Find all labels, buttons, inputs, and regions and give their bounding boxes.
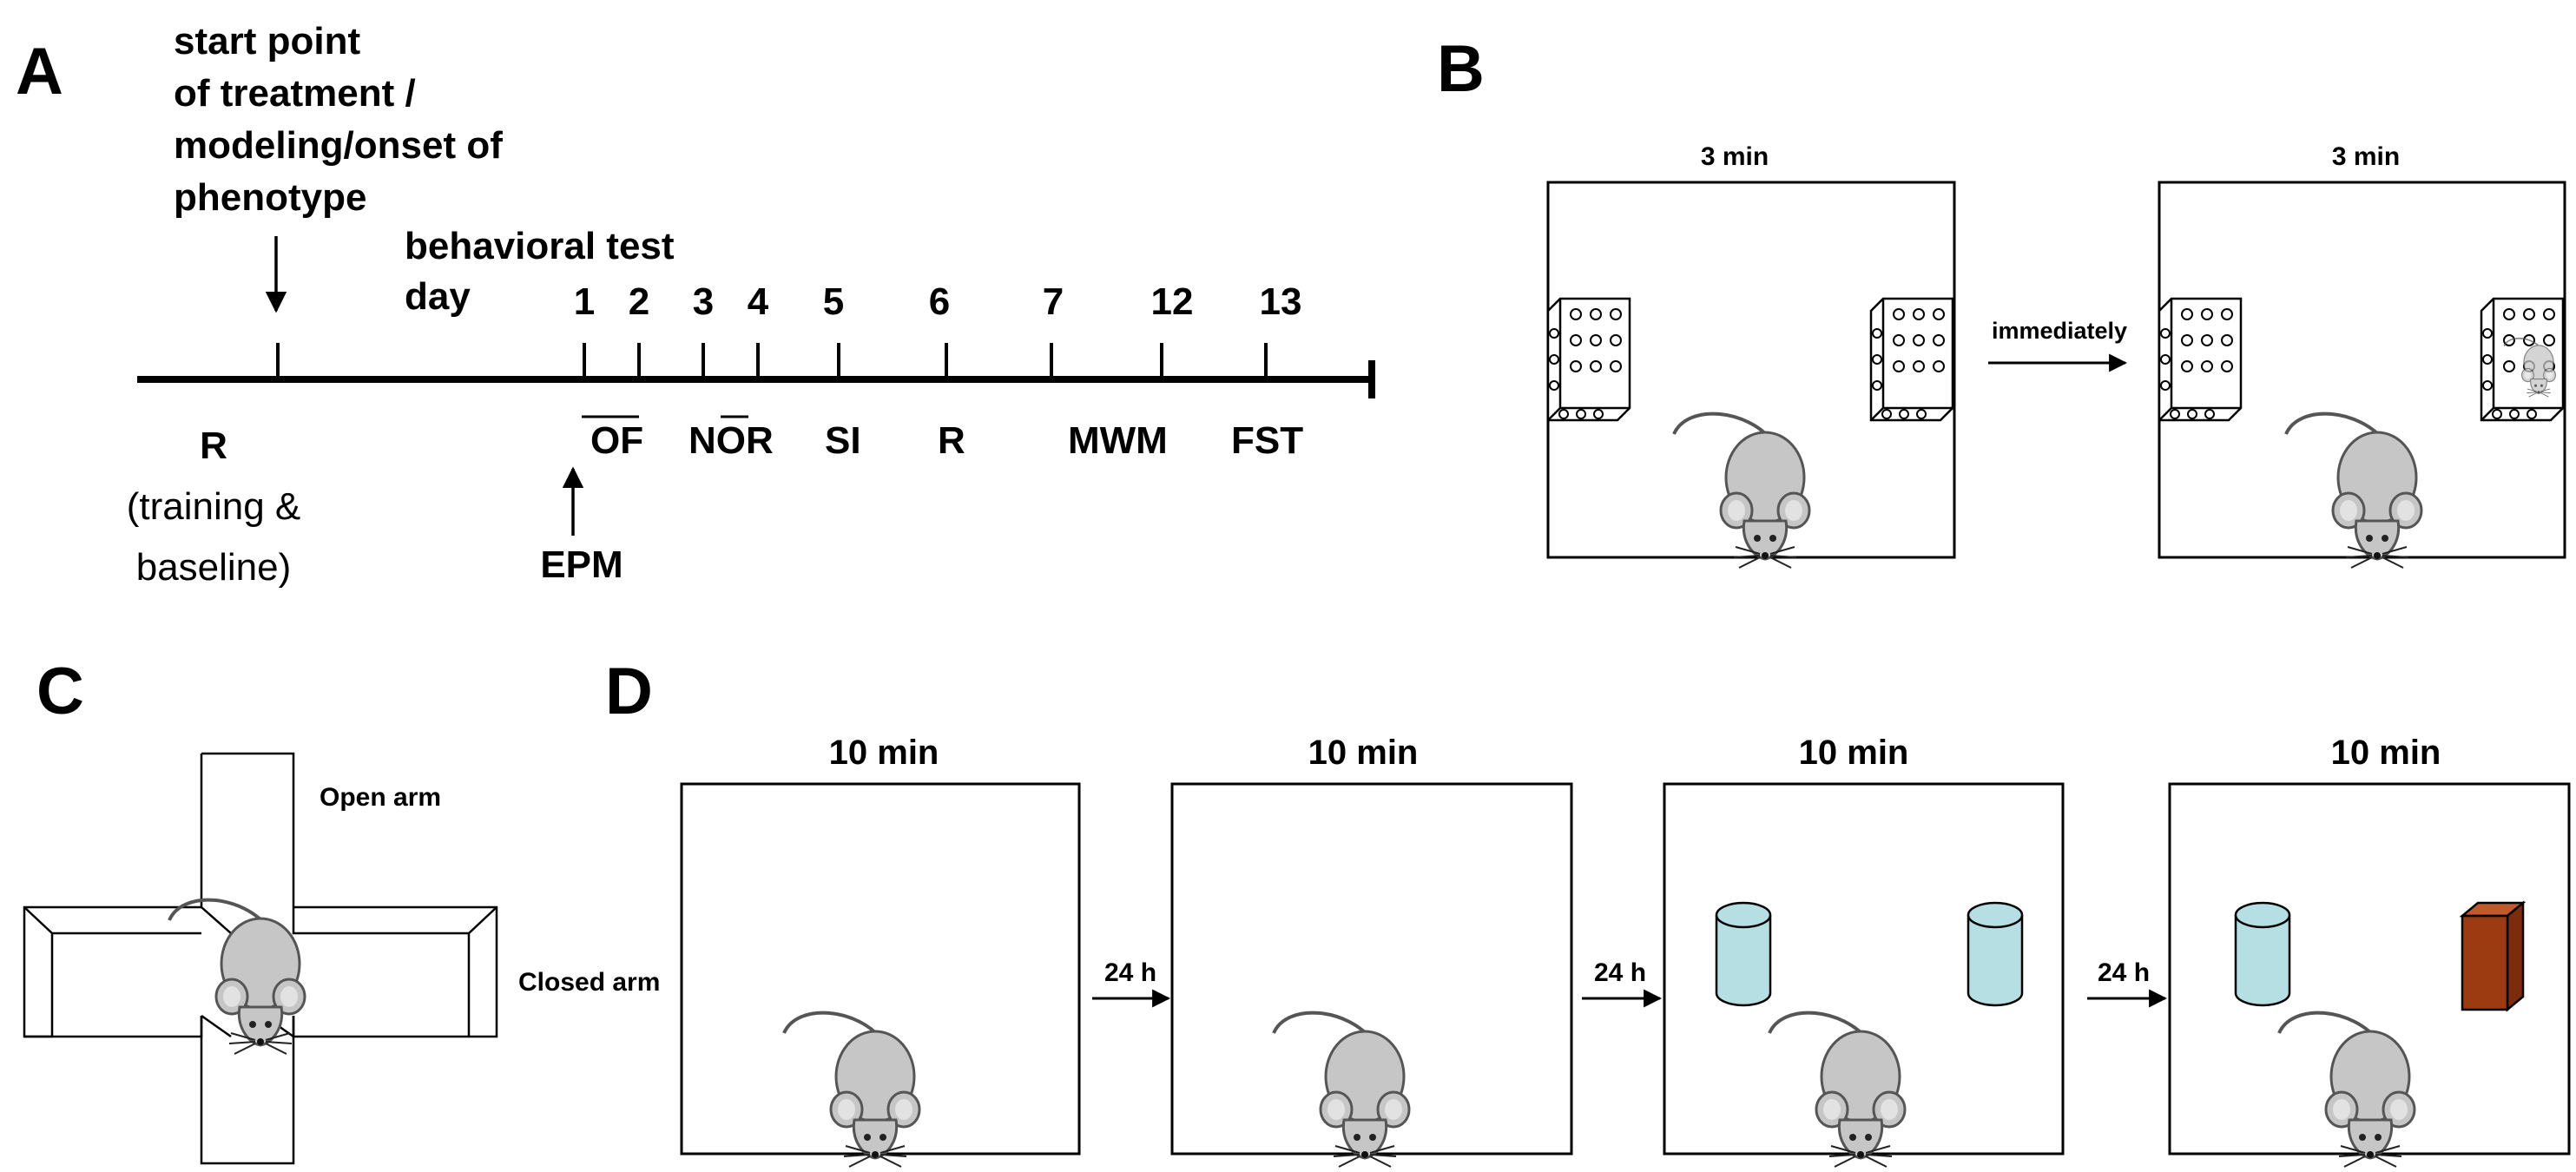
closed-arm-label: Closed arm	[518, 968, 660, 997]
day-13: 13	[1260, 280, 1302, 323]
day-1: 1	[574, 280, 595, 323]
start-point-line-1: start point	[174, 20, 360, 63]
test-labels: R (training & baseline) OF NOR SI R MWM …	[127, 415, 1303, 589]
open-arm-label: Open arm	[320, 783, 441, 812]
d-interval-3: 24 h	[2098, 958, 2150, 987]
panel-label-b: B	[1437, 32, 1485, 106]
r-sub-line-1: (training &	[127, 485, 301, 528]
test-fst: FST	[1231, 419, 1303, 462]
d-interval-1: 24 h	[1104, 958, 1156, 987]
day-3: 3	[693, 280, 714, 323]
b-duration-2: 3 min	[2332, 142, 2400, 171]
r-sub-line-2: baseline)	[136, 546, 292, 589]
d-object-cylinder-right	[1967, 901, 2024, 1007]
epm-label: EPM	[540, 543, 623, 586]
d-arena-1	[680, 782, 1081, 1169]
plus-maze	[23, 752, 498, 1165]
d-object-cube	[2459, 900, 2527, 1012]
day-numbers: 1 2 3 4 5 6 7 12 13	[574, 280, 1302, 323]
day-12: 12	[1151, 280, 1194, 323]
behavioral-test-label: behavioral test	[405, 225, 675, 267]
b-object-left-test	[2158, 297, 2243, 422]
day-7: 7	[1043, 280, 1064, 323]
b-transition-label: immediately	[1992, 318, 2127, 344]
day-6: 6	[929, 280, 950, 323]
day-4: 4	[748, 280, 769, 323]
d-interval-2: 24 h	[1594, 958, 1646, 987]
d-duration-3: 10 min	[1799, 734, 1909, 772]
timeline	[137, 343, 1375, 398]
panel-label-a: A	[16, 35, 63, 109]
d-object-cylinder	[2234, 901, 2291, 1007]
b-arena-sample	[1546, 181, 1956, 570]
day-5: 5	[823, 280, 844, 323]
panel-label-d: D	[605, 655, 653, 728]
d-arena-4	[2168, 782, 2571, 1169]
start-point-line-2: of treatment /	[174, 72, 416, 115]
b-object-right	[1869, 297, 1954, 422]
test-mwm: MWM	[1068, 419, 1168, 462]
b-arena-test	[2158, 181, 2566, 570]
d-duration-1: 10 min	[829, 734, 939, 772]
day-2: 2	[629, 280, 649, 323]
test-of: OF	[590, 419, 643, 462]
test-r: R	[938, 419, 965, 462]
d-intervals: 24 h 24 h 24 h	[1092, 958, 2168, 1008]
day-label: day	[405, 275, 471, 318]
r-training-label: R	[200, 425, 227, 467]
panel-label-c: C	[36, 655, 84, 728]
d-arena-3	[1663, 782, 2065, 1169]
d-object-cylinder-left	[1715, 901, 1772, 1007]
start-point-line-3: modeling/onset of	[174, 124, 503, 167]
test-nor: NOR	[688, 419, 774, 462]
test-si: SI	[825, 419, 861, 462]
b-object-left	[1546, 297, 1631, 422]
d-duration-4: 10 min	[2331, 734, 2441, 772]
d-duration-2: 10 min	[1308, 734, 1419, 772]
d-arena-2	[1170, 782, 1573, 1169]
start-point-label: start point of treatment / modeling/onse…	[174, 20, 503, 219]
b-duration-1: 3 min	[1701, 142, 1769, 171]
start-point-line-4: phenotype	[174, 176, 366, 219]
